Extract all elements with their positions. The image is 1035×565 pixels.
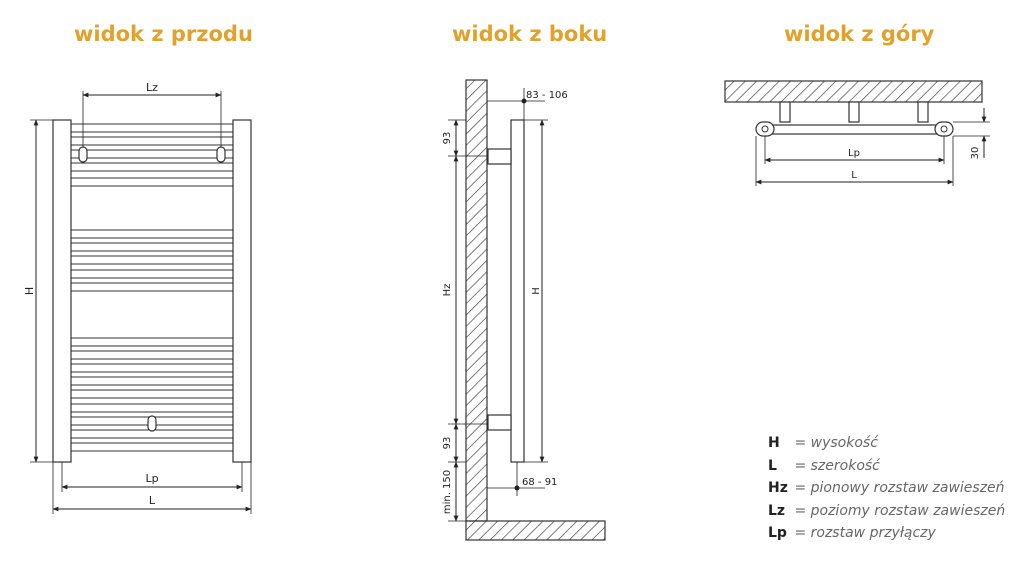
legend-item: H = wysokość bbox=[768, 432, 1005, 455]
top-view: Lp L 30 bbox=[724, 80, 990, 186]
mount-bracket-left bbox=[78, 146, 88, 163]
dim-top-l-label: L bbox=[851, 170, 857, 181]
crossbar bbox=[70, 136, 234, 146]
wall-section bbox=[465, 79, 488, 522]
legend-desc: = rozstaw przyłączy bbox=[794, 525, 936, 541]
dim-top-30-label: 30 bbox=[970, 147, 981, 160]
right-collector bbox=[232, 119, 252, 463]
legend-item: Lp = rozstaw przyłączy bbox=[768, 522, 1005, 545]
side-view: 83 - 106 68 - 91 93 Hz 93 min. 150 H bbox=[442, 79, 606, 541]
crossbar bbox=[70, 123, 234, 133]
legend-item: L = szerokość bbox=[768, 455, 1005, 478]
legend-desc: = pionowy rozstaw zawieszeń bbox=[794, 480, 1005, 496]
dim-lz-label: Lz bbox=[146, 81, 158, 94]
title-side-view: widok z boku bbox=[452, 22, 608, 46]
top-wall-section bbox=[724, 80, 983, 103]
radiator-side-profile bbox=[510, 119, 525, 463]
wall-bracket-bottom bbox=[487, 414, 512, 431]
crossbar bbox=[70, 229, 234, 239]
crossbar bbox=[70, 269, 234, 279]
crossbar bbox=[70, 255, 234, 265]
dim-min150-label: min. 150 bbox=[442, 470, 453, 514]
legend-desc: = wysokość bbox=[794, 435, 878, 451]
top-rail bbox=[762, 124, 948, 135]
mount-bracket-right bbox=[216, 146, 226, 163]
dim-offset-bottom: 68 - 91 bbox=[522, 477, 557, 488]
dim-side-h-label: H bbox=[531, 287, 542, 295]
floor-section bbox=[465, 520, 606, 541]
top-bracket-1 bbox=[779, 101, 791, 123]
dim-lp-label: Lp bbox=[145, 472, 158, 485]
dim-93-bottom-label: 93 bbox=[442, 437, 453, 450]
dim-h-label: H bbox=[23, 287, 36, 295]
top-pipe-right bbox=[934, 121, 954, 137]
crossbar bbox=[70, 282, 234, 292]
legend-item: Hz = pionowy rozstaw zawieszeń bbox=[768, 477, 1005, 500]
dim-offset-top: 83 - 106 bbox=[526, 90, 568, 101]
dim-hz-label: Hz bbox=[442, 284, 453, 297]
legend-desc: = szerokość bbox=[794, 457, 880, 474]
wall-bracket-top bbox=[487, 148, 512, 165]
top-bracket-3 bbox=[917, 101, 929, 123]
crossbar bbox=[70, 149, 234, 159]
legend-key: Lz bbox=[768, 502, 786, 519]
front-crossbars bbox=[70, 123, 234, 452]
dim-93-top-label: 93 bbox=[442, 132, 453, 145]
crossbar bbox=[70, 177, 234, 187]
dim-l-label: L bbox=[149, 494, 156, 507]
crossbar bbox=[70, 389, 234, 399]
legend: H = wysokość L = szerokość Hz = pionowy … bbox=[768, 432, 1005, 545]
crossbar bbox=[70, 403, 234, 413]
crossbar bbox=[70, 376, 234, 386]
crossbar bbox=[70, 363, 234, 373]
crossbar bbox=[70, 350, 234, 360]
dim-top-lp-label: Lp bbox=[848, 148, 860, 159]
crossbar bbox=[70, 442, 234, 452]
front-view: Lz H Lp L bbox=[23, 81, 252, 514]
left-collector bbox=[52, 119, 72, 463]
legend-item: Lz = poziomy rozstaw zawieszeń bbox=[768, 500, 1005, 523]
title-top-view: widok z góry bbox=[784, 22, 935, 46]
legend-key: Hz bbox=[768, 480, 788, 496]
legend-key: L bbox=[768, 457, 777, 474]
legend-desc: = poziomy rozstaw zawieszeń bbox=[794, 502, 1006, 519]
top-bracket-2 bbox=[848, 101, 860, 123]
crossbar bbox=[70, 162, 234, 172]
mount-bracket-bottom bbox=[147, 415, 157, 432]
legend-key: Lp bbox=[768, 525, 787, 541]
title-front-view: widok z przodu bbox=[74, 22, 253, 46]
top-pipe-left bbox=[755, 121, 775, 137]
legend-key: H bbox=[768, 435, 780, 451]
crossbar bbox=[70, 337, 234, 347]
crossbar bbox=[70, 242, 234, 252]
